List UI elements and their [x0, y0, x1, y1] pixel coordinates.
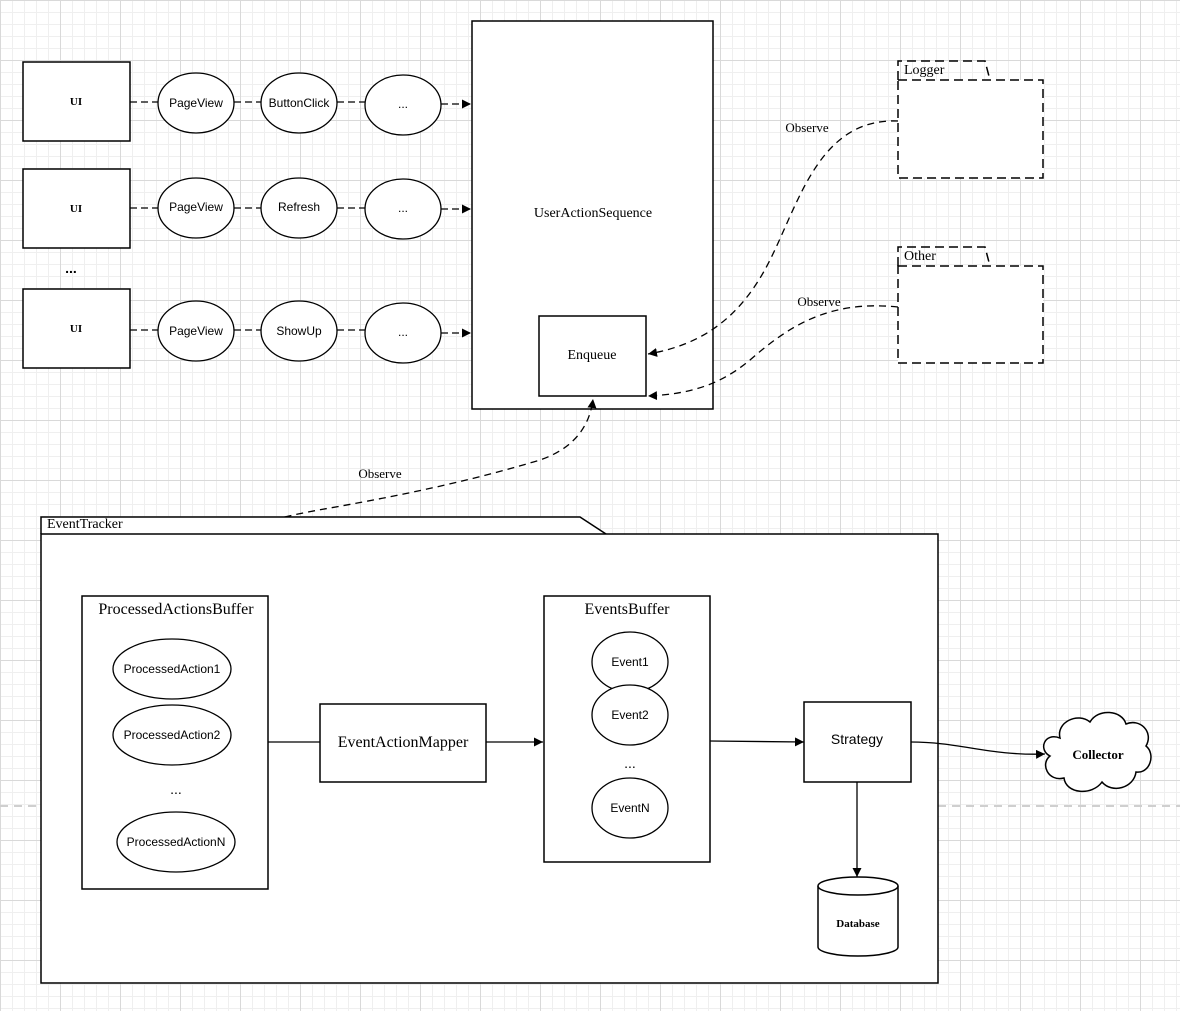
action-label: PageView: [169, 96, 223, 110]
action-node: [260, 300, 338, 362]
processed-action-node: [112, 638, 232, 700]
ui-box: [22, 288, 131, 369]
action-label: Refresh: [278, 200, 320, 214]
ui-row-1: UI PageView ButtonClick ...: [22, 61, 471, 142]
observe-arrow-logger: [647, 120, 899, 357]
ui-box-label: UI: [70, 323, 82, 335]
collector-label: Collector: [1072, 747, 1123, 762]
observe-label-other: Observe: [797, 294, 841, 309]
database-icon: Database: [817, 876, 899, 957]
logger-folder: Logger: [897, 60, 1044, 179]
enqueue-label: Enqueue: [568, 348, 617, 363]
action-label: PageView: [169, 200, 223, 214]
processed-actions-ellipsis: ...: [170, 781, 182, 797]
event-label: Event2: [611, 708, 649, 722]
action-label: ButtonClick: [269, 96, 331, 110]
observe-label-logger: Observe: [785, 120, 829, 135]
event-action-mapper: EventActionMapper: [319, 703, 487, 783]
action-node: [157, 300, 235, 362]
processed-action-label: ProcessedAction2: [124, 728, 221, 742]
logger-folder-body: [897, 79, 1044, 179]
event-action-mapper-box: [319, 703, 487, 783]
ui-box-label: UI: [70, 203, 82, 215]
action-node: [157, 72, 235, 134]
strategy: Strategy: [803, 701, 912, 783]
observe-label-buffer: Observe: [358, 466, 402, 481]
action-node: [260, 72, 338, 134]
action-label: PageView: [169, 324, 223, 338]
action-label: ShowUp: [276, 324, 322, 338]
action-label: ...: [398, 325, 408, 339]
action-label: ...: [398, 97, 408, 111]
processed-actions-buffer-title: ProcessedActionsBuffer: [98, 601, 254, 618]
processed-action-label: ProcessedActionN: [127, 835, 226, 849]
ui-box-label: UI: [70, 96, 82, 108]
event-node: [591, 684, 669, 746]
event-node: [591, 777, 669, 839]
ui-row-3: UI PageView ShowUp ...: [22, 288, 471, 369]
logger-label: Logger: [904, 63, 945, 78]
processed-action-node: [112, 704, 232, 766]
processed-action-node: [116, 811, 236, 873]
other-label: Other: [904, 249, 936, 264]
event-action-mapper-label: EventActionMapper: [338, 734, 469, 751]
event-label: Event1: [611, 655, 649, 669]
event-tracker-title: EventTracker: [47, 517, 123, 532]
observe-arrow-other: [647, 305, 899, 401]
processed-action-label: ProcessedAction1: [124, 662, 221, 676]
enqueue-box: [538, 315, 647, 397]
strategy-label: Strategy: [831, 731, 883, 747]
user-action-sequence: UserActionSequence Enqueue: [471, 20, 714, 410]
events-ellipsis: ...: [624, 755, 636, 771]
events-to-strategy-arrow: [709, 737, 805, 747]
user-action-sequence-label: UserActionSequence: [534, 206, 652, 221]
other-folder: Other: [897, 246, 1044, 364]
events-buffer: EventsBuffer Event1 Event2 ... EventN: [543, 595, 711, 863]
ui-rows-ellipsis: ...: [65, 260, 77, 276]
events-buffer-title: EventsBuffer: [584, 601, 670, 618]
action-node: [364, 74, 442, 136]
ui-row-2: UI PageView Refresh ...: [22, 168, 471, 249]
strategy-to-collector-arrow: [910, 741, 1046, 759]
strategy-box: [803, 701, 912, 783]
collector-cloud-icon: Collector: [1042, 711, 1152, 792]
database-label: Database: [836, 918, 880, 930]
other-folder-body: [897, 265, 1044, 364]
event-label: EventN: [610, 801, 649, 815]
processed-actions-buffer: ProcessedActionsBuffer ProcessedAction1 …: [81, 595, 269, 890]
action-label: ...: [398, 201, 408, 215]
